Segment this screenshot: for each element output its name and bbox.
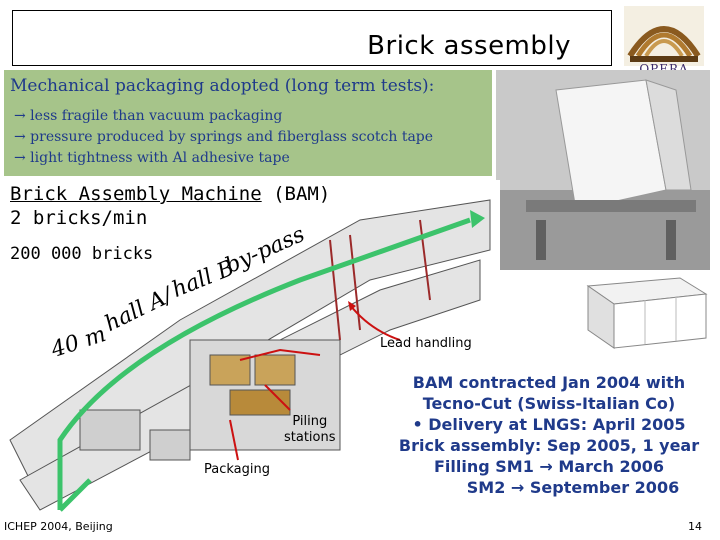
opera-logo-icon — [624, 6, 704, 66]
bam-name: Brick Assembly Machine — [10, 183, 262, 205]
packaging-heading: Mechanical packaging adopted (long term … — [10, 76, 435, 96]
packaging-box: Mechanical packaging adopted (long term … — [4, 70, 492, 176]
schedule-info: BAM contracted Jan 2004 with Tecno-Cut (… — [384, 372, 714, 498]
bam-suffix: (BAM) — [261, 183, 331, 205]
info-line: • Delivery at LNGS: April 2005 — [412, 415, 686, 434]
packaged-brick-photo — [496, 70, 710, 270]
bam-rate: 2 bricks/min — [10, 207, 148, 229]
page-number: 14 — [688, 520, 702, 533]
opera-logo: OPERA — [624, 6, 704, 78]
info-line: Filling SM1 → March 2006 — [434, 457, 664, 476]
bam-layout-diagram — [0, 180, 500, 512]
bricks-count: 200 000 bricks — [10, 244, 154, 264]
packaging-label: Packaging — [204, 462, 270, 477]
title-box: Brick assembly — [12, 10, 612, 66]
packaging-point: → pressure produced by springs and fiber… — [14, 129, 434, 145]
lead-handling-label: Lead handling — [380, 336, 472, 351]
packaging-point: → light tightness with Al adhesive tape — [14, 150, 290, 166]
slide-title: Brick assembly — [367, 31, 571, 61]
info-line: SM2 → September 2006 — [466, 478, 680, 497]
packaging-point: → less fragile than vacuum packaging — [14, 108, 283, 124]
conference-footer: ICHEP 2004, Beijing — [4, 520, 113, 533]
bam-heading: Brick Assembly Machine (BAM) 2 bricks/mi… — [10, 182, 330, 230]
bricks-photo — [560, 272, 710, 352]
info-line: Brick assembly: Sep 2005, 1 year — [398, 436, 700, 455]
piling-stations-label: Piling stations — [284, 414, 336, 445]
info-line: BAM contracted Jan 2004 with — [412, 373, 686, 392]
info-line: Tecno-Cut (Swiss-Italian Co) — [422, 394, 676, 413]
